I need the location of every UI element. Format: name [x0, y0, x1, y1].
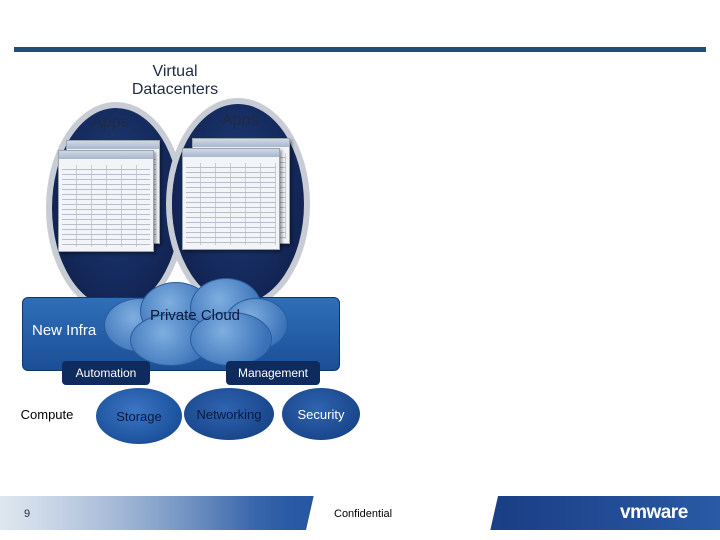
networking-node: Networking [184, 388, 274, 440]
infrastructure-label: New Infra [32, 322, 97, 339]
apps-label-left: Apps [92, 114, 129, 131]
title-line-1: Virtual [152, 63, 198, 80]
virtual-datacenters-title: Virtual Datacenters [110, 63, 240, 99]
footer-band [0, 496, 720, 530]
vmware-logo: vmware [620, 502, 688, 523]
title-line-2: Datacenters [131, 81, 219, 98]
management-tab: Management [226, 361, 320, 385]
footer-white-panel [306, 496, 498, 530]
compute-node: Compute [4, 394, 90, 434]
page-number: 9 [24, 508, 31, 520]
app-window-right-front [182, 148, 280, 250]
confidential-label: Confidential [334, 508, 393, 520]
security-node: Security [282, 388, 360, 440]
storage-node: Storage [96, 388, 182, 444]
automation-tab: Automation [62, 361, 150, 385]
private-cloud-label: Private Cloud [149, 307, 241, 324]
apps-label-right: Apps [222, 112, 259, 129]
header-rule [14, 47, 706, 52]
private-cloud: Private Cloud [100, 278, 290, 366]
app-window-left-front [58, 150, 154, 252]
cloud-puff [190, 312, 272, 366]
